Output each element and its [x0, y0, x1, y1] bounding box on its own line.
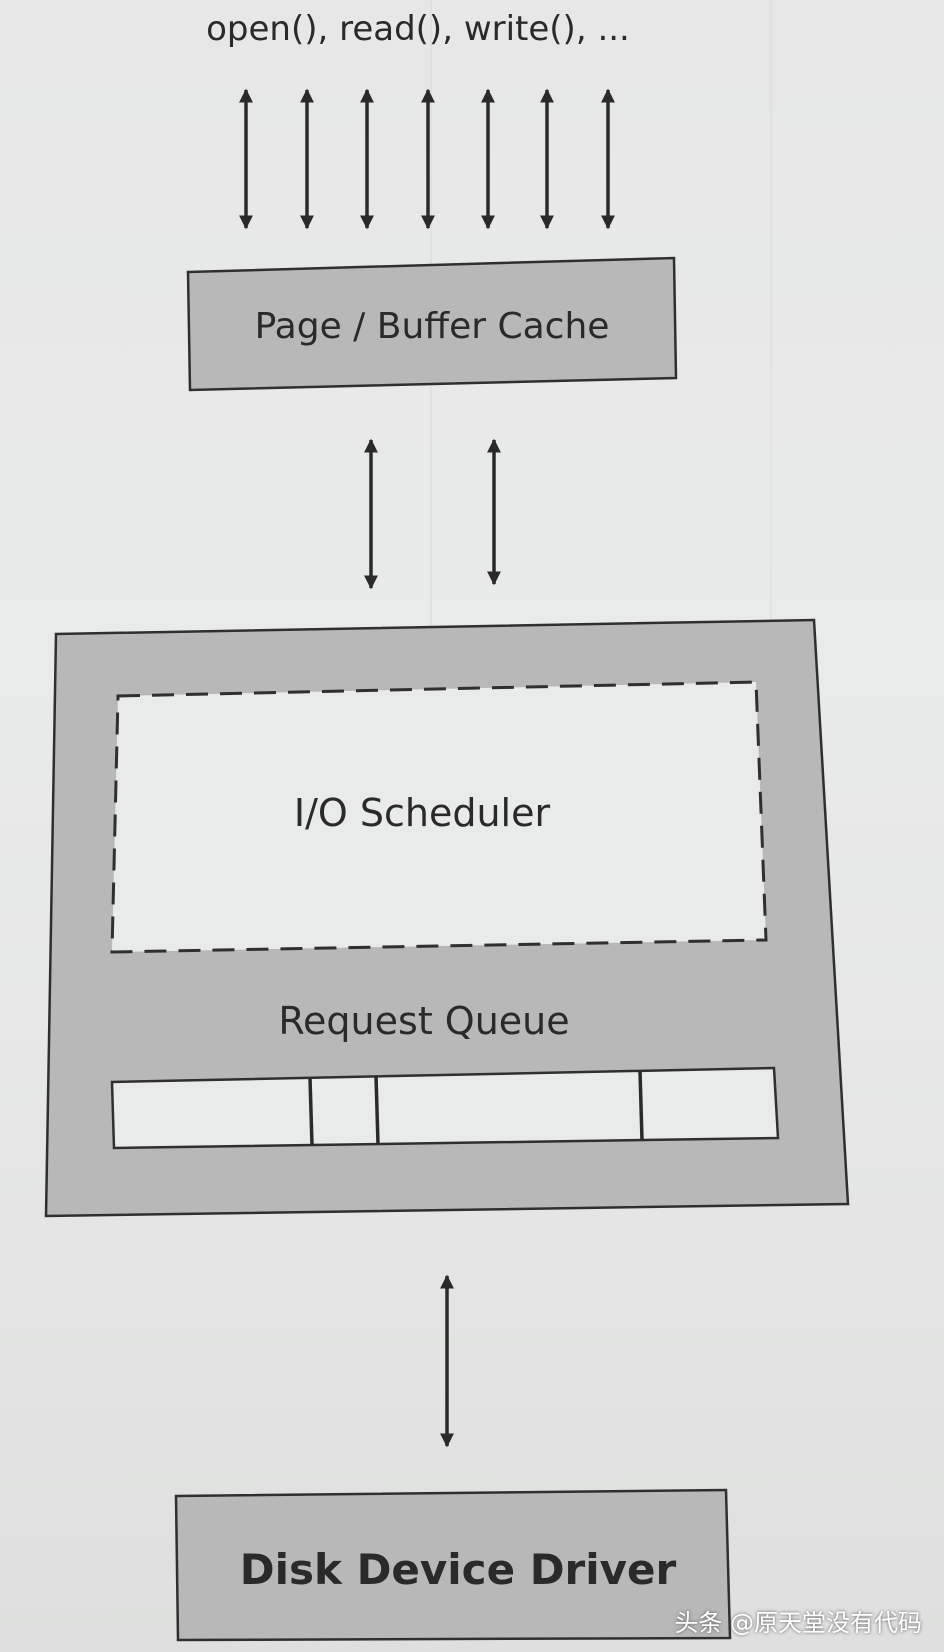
queue-slot-divider [638, 1070, 644, 1141]
io-scheduler-box: I/O Scheduler [110, 680, 768, 954]
syscall-arrows [239, 88, 615, 230]
page-cache-label: Page / Buffer Cache [255, 306, 610, 347]
disk-driver-box: Disk Device Driver [174, 1488, 732, 1642]
request-queue-label: Request Queue [278, 999, 569, 1043]
cache-arrows [364, 438, 501, 590]
queue-slot-divider [374, 1075, 380, 1145]
io-scheduler-label: I/O Scheduler [294, 791, 551, 835]
request-queue-bar [110, 1066, 780, 1150]
queue-slot-divider [308, 1077, 314, 1146]
background-table-column [770, 0, 772, 1000]
page-cache-box: Page / Buffer Cache [186, 256, 678, 392]
disk-driver-label: Disk Device Driver [240, 1545, 677, 1594]
watermark: 头条 @原天堂没有代码 [674, 1609, 922, 1637]
syscalls-label: open(), read(), write(), ... [206, 9, 630, 49]
background-table-column [430, 0, 432, 1000]
